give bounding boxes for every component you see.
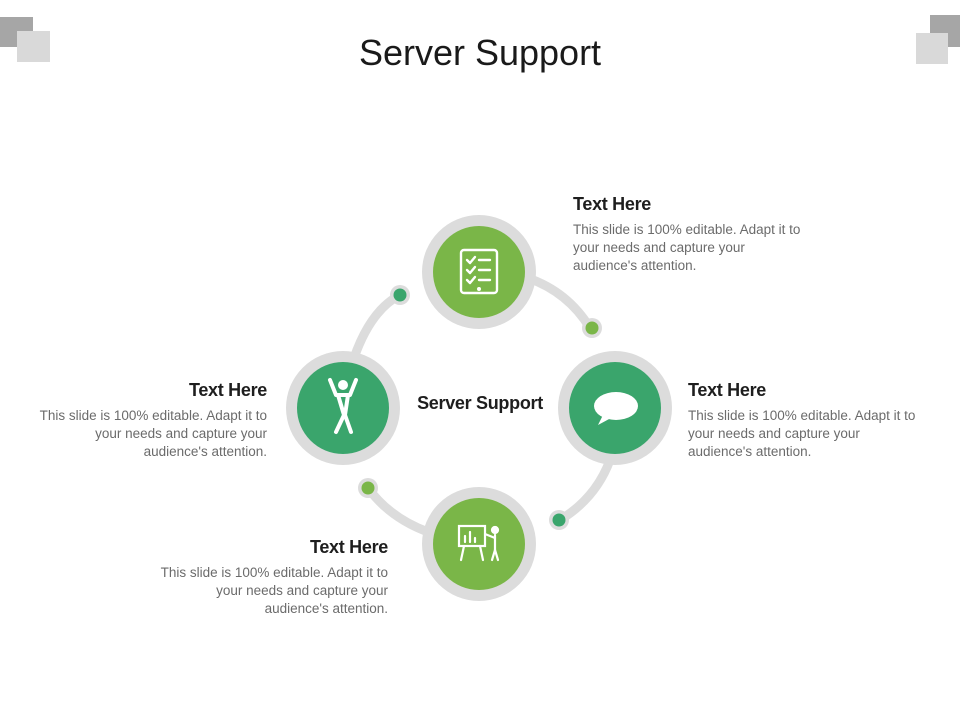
text-block-body: This slide is 100% editable. Adapt it to…	[573, 222, 801, 273]
checklist-tablet-icon	[459, 248, 499, 295]
corner-square-top-right-light	[916, 33, 948, 64]
arc-top-right	[523, 273, 595, 333]
text-block-top: Text Here This slide is 100% editable. A…	[573, 194, 803, 275]
node-right	[558, 351, 672, 465]
node-left	[286, 351, 400, 465]
text-block-heading: Text Here	[573, 194, 652, 214]
text-block-body: This slide is 100% editable. Adapt it to…	[160, 565, 388, 616]
text-block-left: Text Here This slide is 100% editable. A…	[37, 380, 268, 461]
text-block-heading: Text Here	[688, 380, 767, 400]
speech-bubble-icon	[594, 392, 638, 425]
arc-right-bottom	[555, 455, 615, 525]
text-block-right: Text Here This slide is 100% editable. A…	[688, 380, 918, 461]
connector-dots	[358, 285, 602, 530]
text-block-body: This slide is 100% editable. Adapt it to…	[688, 408, 916, 459]
text-block-heading: Text Here	[188, 380, 267, 400]
arc-bottom-left	[363, 483, 433, 537]
text-block-heading: Text Here	[309, 537, 388, 557]
node-bottom	[422, 487, 536, 601]
cheering-person-icon	[328, 378, 358, 434]
presenter-board-icon	[457, 524, 500, 562]
text-block-body: This slide is 100% editable. Adapt it to…	[39, 408, 267, 459]
node-top	[422, 215, 536, 329]
slide-title: Server Support	[358, 32, 602, 73]
center-label: Server Support	[417, 393, 543, 413]
arc-left-top	[349, 291, 403, 363]
corner-square-top-left-light	[17, 31, 50, 62]
text-block-bottom: Text Here This slide is 100% editable. A…	[158, 537, 389, 618]
